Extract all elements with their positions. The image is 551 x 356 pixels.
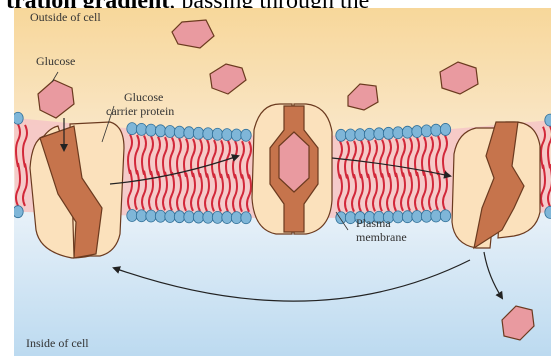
phospholipid-head (231, 129, 241, 141)
phospholipid-head (155, 210, 165, 222)
phospholipid-head (127, 123, 137, 135)
phospholipid-head (184, 127, 194, 139)
carrier-label-line1: Glucose (106, 90, 174, 104)
phospholipid-head (146, 210, 156, 222)
phospholipid-head (402, 126, 412, 138)
phospholipid-head (241, 129, 251, 141)
phospholipid-head (355, 129, 365, 141)
phospholipid-head (421, 125, 431, 137)
phospholipid-head (336, 129, 346, 141)
phospholipid-head (374, 128, 384, 140)
phospholipid-head (231, 212, 241, 224)
carrier-protein-left (30, 122, 124, 258)
phospholipid-head (203, 211, 213, 223)
carrier-protein-right (452, 122, 540, 248)
phospholipid-head (383, 127, 393, 139)
phospholipid-head (136, 123, 146, 135)
phospholipid-head (241, 212, 251, 224)
phospholipid-head (393, 127, 403, 139)
phospholipid-head (212, 128, 222, 140)
phospholipid-head (127, 209, 137, 221)
phospholipid-head (412, 126, 422, 138)
phospholipid-head (165, 210, 175, 222)
phospholipid-head (174, 211, 184, 223)
plasma-label-line1: Plasma (356, 216, 407, 230)
phospholipid-head (193, 211, 203, 223)
phospholipid-head (345, 212, 355, 224)
phospholipid-head (431, 210, 441, 222)
phospholipid-head (184, 211, 194, 223)
membrane-transport-diagram (14, 8, 551, 356)
glucose-carrier-protein-label: Glucose carrier protein (106, 90, 174, 118)
carrier-protein-middle (252, 104, 332, 234)
phospholipid-head (212, 211, 222, 223)
phospholipid-head (14, 112, 23, 124)
inside-of-cell-label: Inside of cell (26, 336, 89, 350)
glucose-in-carrier (279, 132, 309, 192)
phospholipid-head (440, 123, 450, 135)
phospholipid-head (193, 127, 203, 139)
phospholipid-head (136, 210, 146, 222)
phospholipid-head (14, 206, 23, 218)
phospholipid-head (146, 124, 156, 136)
phospholipid-head (412, 210, 422, 222)
outside-of-cell-label: Outside of cell (30, 10, 101, 24)
phospholipid-head (203, 128, 213, 140)
plasma-membrane-label: Plasma membrane (356, 216, 407, 244)
phospholipid-head (440, 210, 450, 222)
glucose-label: Glucose (36, 54, 75, 68)
phospholipid-head (165, 125, 175, 137)
plasma-label-line2: membrane (356, 230, 407, 244)
phospholipid-head (364, 128, 374, 140)
carrier-label-line2: carrier protein (106, 104, 174, 118)
phospholipid-head (222, 212, 232, 224)
phospholipid-head (174, 126, 184, 138)
phospholipid-head (222, 129, 232, 141)
phospholipid-head (421, 210, 431, 222)
phospholipid-head (345, 129, 355, 141)
phospholipid-head (155, 125, 165, 137)
phospholipid-head (431, 124, 441, 136)
